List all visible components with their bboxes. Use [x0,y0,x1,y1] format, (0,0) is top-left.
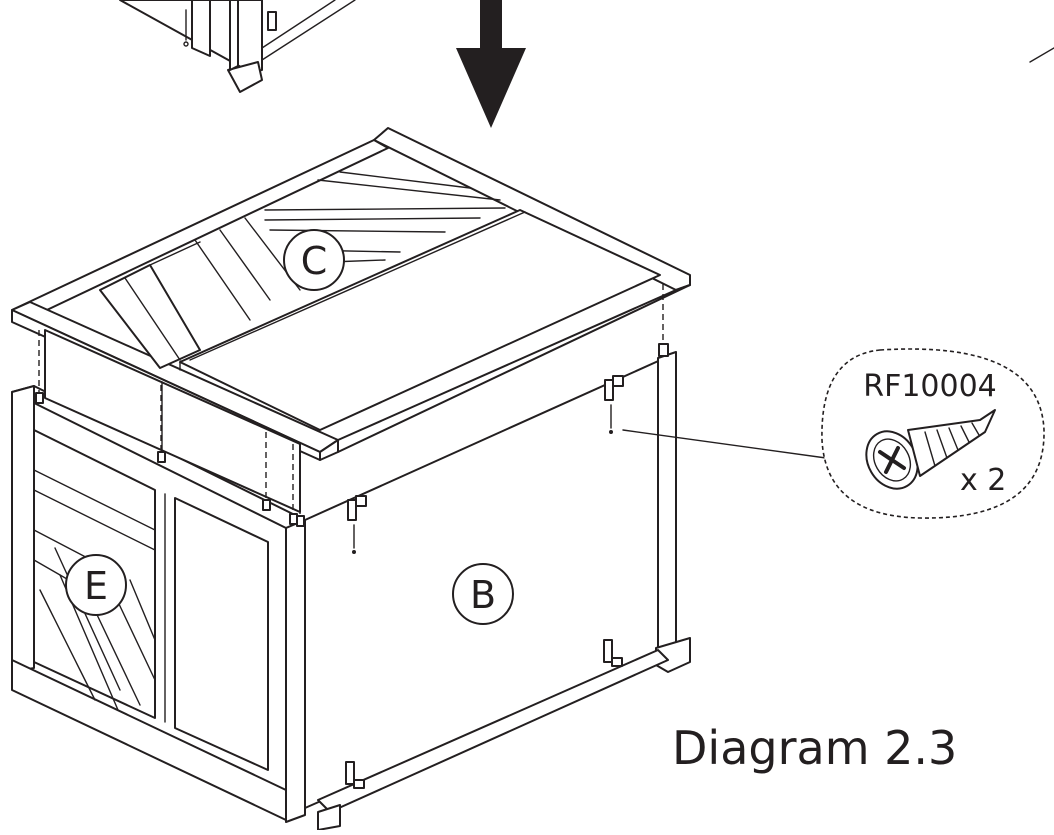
svg-text:E: E [84,564,108,608]
panel-e-frame [11,385,306,823]
hardware-callout: RF10004 x 2 [821,348,1045,519]
panel-b-bottom-rail [317,649,669,831]
part-label-c: C [283,229,345,291]
part-number: RF10004 [863,369,997,404]
part-label-e: E [65,554,127,616]
quantity-label: x 2 [960,463,1006,498]
diagram-caption: Diagram 2.3 [672,721,957,775]
svg-text:B: B [470,573,496,617]
brackets [345,375,624,789]
part-label-b: B [452,563,514,625]
panel-c-frame [11,127,691,513]
callout-leader [622,429,827,459]
right-corner-post [655,343,691,673]
screw-icon [865,409,996,490]
svg-text:C: C [301,239,328,283]
alignment-guides [38,284,664,514]
down-arrow-icon [456,0,526,128]
upper-frame-fragment [119,0,1054,93]
